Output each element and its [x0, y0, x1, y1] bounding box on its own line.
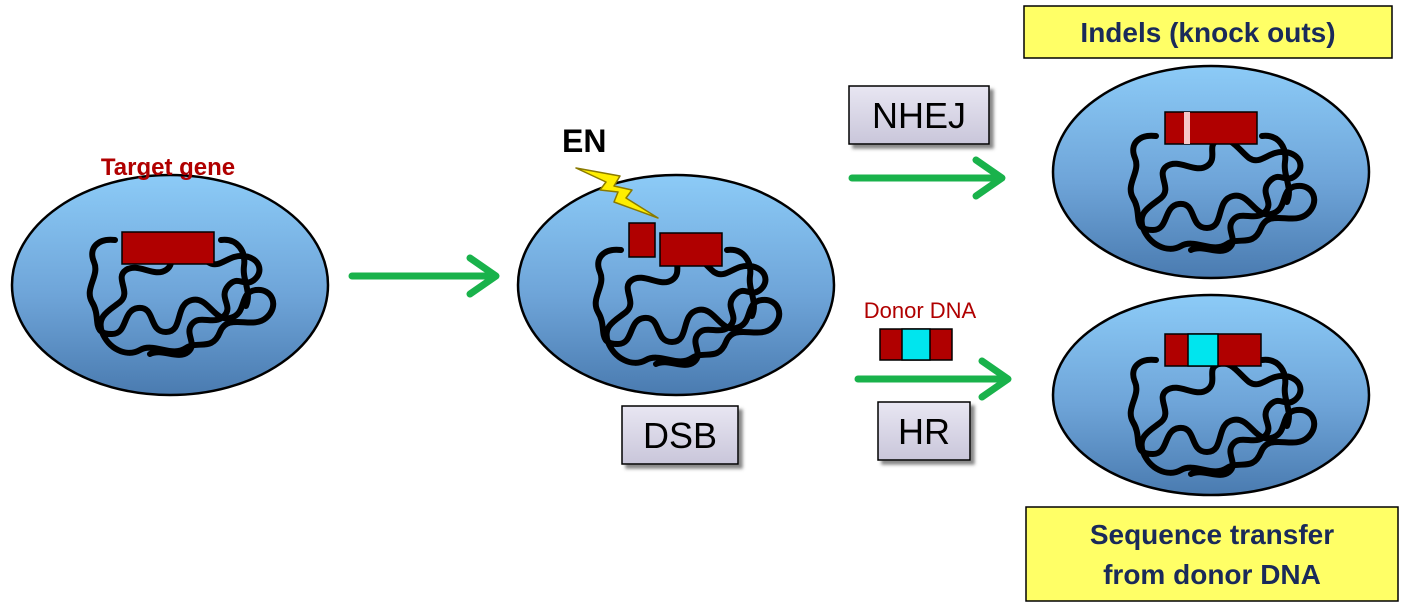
indel-mark [1184, 112, 1190, 144]
inserted-donor-sequence [1187, 333, 1219, 367]
broken-gene-fragment-right [659, 232, 723, 267]
en-label: EN [562, 123, 606, 159]
arrow-to-indels [848, 156, 1006, 200]
dsb-label: DSB [643, 415, 717, 456]
cell-dsb [516, 173, 836, 397]
sequence-transfer-line1: Sequence transfer [1090, 519, 1334, 550]
cell-original [10, 173, 330, 397]
sequence-transfer-line2: from donor DNA [1103, 559, 1321, 590]
nhej-label: NHEJ [872, 95, 966, 136]
donor-dna-block [879, 328, 953, 361]
cell-hr-result [1051, 293, 1371, 497]
broken-gene-fragment-left [628, 222, 656, 258]
arrow-to-sequence-transfer [854, 357, 1012, 401]
dsb-box: DSB [621, 405, 739, 465]
target-gene-label: Target gene [101, 154, 235, 181]
hr-box: HR [877, 401, 971, 461]
indels-note: Indels (knock outs) [1023, 5, 1393, 59]
hr-label: HR [898, 411, 950, 452]
lightning-icon [575, 167, 659, 219]
nhej-box: NHEJ [848, 85, 990, 145]
mutated-gene-block [1164, 111, 1258, 145]
arrow-to-dsb [348, 254, 500, 298]
donor-dna-label: Donor DNA [864, 298, 977, 323]
indels-label: Indels (knock outs) [1080, 17, 1335, 48]
sequence-transfer-note: Sequence transfer from donor DNA [1025, 506, 1399, 602]
cell-nhej-result [1051, 64, 1371, 280]
target-gene-block [121, 231, 215, 265]
